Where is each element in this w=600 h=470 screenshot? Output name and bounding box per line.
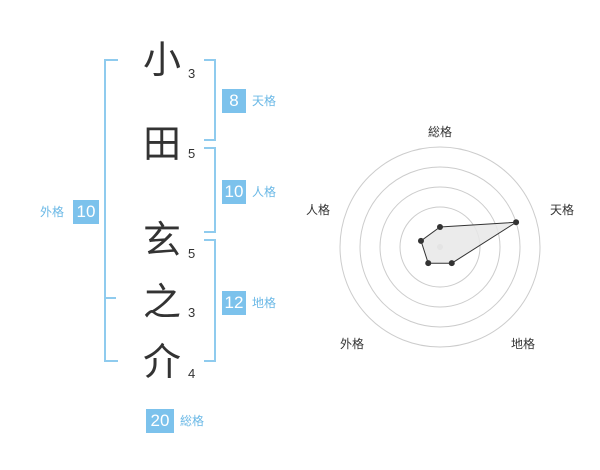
name-char-4: 之 [142,280,181,324]
stroke-count-4: 3 [188,305,196,320]
gaikaku-bracket [104,59,118,362]
stroke-count-2: 5 [188,146,196,161]
chikaku-value-badge: 12 [222,291,246,315]
jinkaku-value-badge: 10 [222,180,246,204]
radar-axis-label-chikaku: 地格 [511,337,536,351]
name-char-5: 介 [142,340,181,384]
radar-ring-3 [359,166,521,328]
jinkaku-bracket [204,147,216,233]
tenkaku-value-badge: 8 [222,89,246,113]
chikaku-bracket [204,239,216,362]
radar-axis-label-soukaku: 総格 [428,125,453,139]
radar-axis-label-jinkaku: 人格 [306,203,331,217]
stroke-count-1: 3 [188,66,196,81]
name-char-2: 田 [142,122,181,166]
radar-ring-2 [379,186,501,308]
radar-data-area [420,221,517,264]
chikaku-label: 地格 [252,296,277,310]
stroke-count-3: 5 [188,246,196,261]
jinkaku-label: 人格 [252,185,277,199]
gaikaku-label: 外格 [40,205,65,219]
name-char-1: 小 [142,38,181,82]
soukaku-value-badge: 20 [146,409,174,433]
radar-ring-1 [399,206,481,288]
radar-axis-label-gaikaku: 外格 [340,337,365,351]
gaikaku-bracket-tick [106,297,116,299]
soukaku-label: 総格 [180,414,205,428]
name-char-3: 玄 [142,218,181,262]
radar-ring-4 [339,146,541,348]
radar-point-3 [448,260,455,267]
radar-rings [339,146,541,348]
radar-point-1 [437,224,443,230]
gaikaku-value-badge: 10 [73,200,99,224]
radar-point-5 [417,237,424,244]
radar-axis-label-tenkaku: 天格 [550,203,575,217]
stroke-count-5: 4 [188,366,196,381]
tenkaku-bracket [204,59,216,141]
tenkaku-label: 天格 [252,94,277,108]
radar-point-4 [425,260,432,267]
radar-point-2 [513,219,520,226]
radar-data-points [417,219,520,267]
